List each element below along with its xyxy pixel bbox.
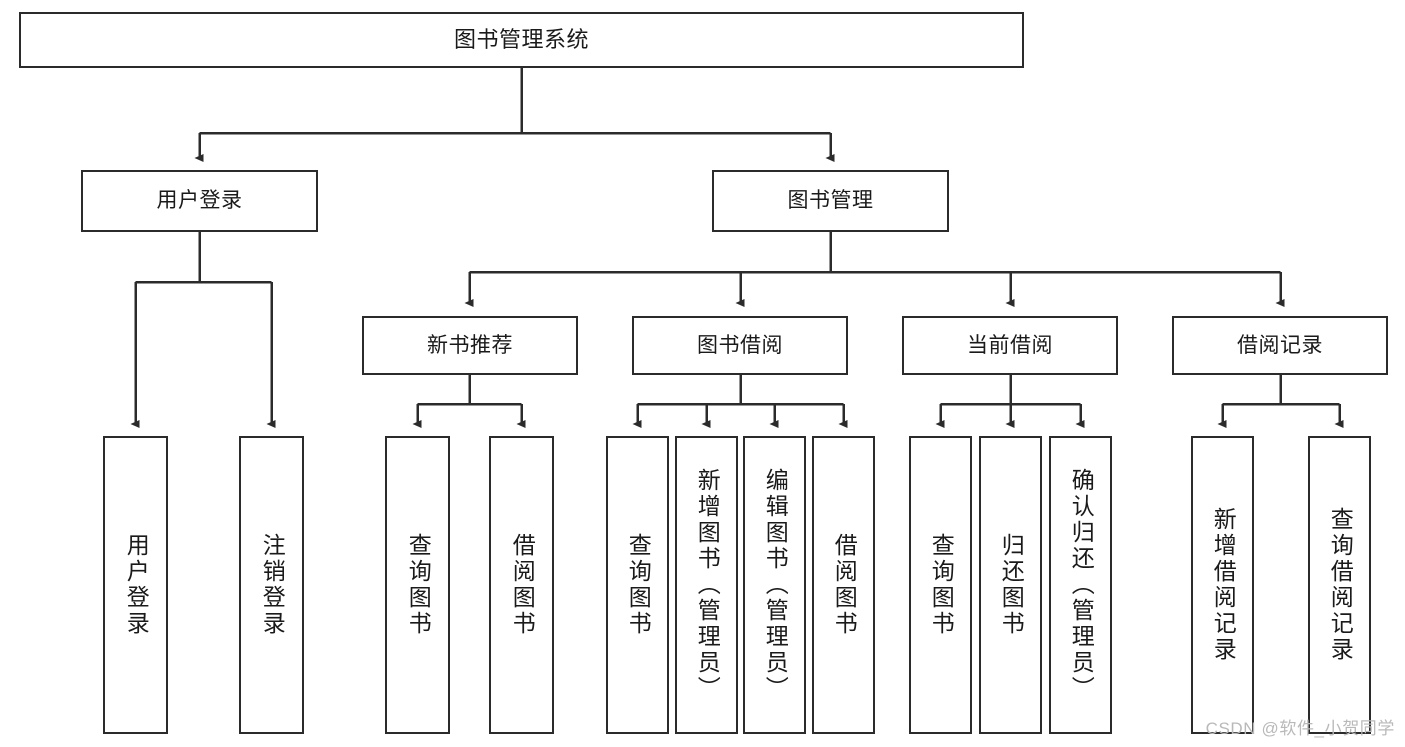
node-book-management[interactable]: 图书管理 <box>712 170 949 232</box>
leaf-record-query-record[interactable]: 查询借阅记录 <box>1308 436 1371 734</box>
leaf-current-return-book-label: 归还图书 <box>998 533 1025 637</box>
leaf-recommend-borrow-book-label: 借阅图书 <box>509 533 536 637</box>
leaf-user-login-logout[interactable]: 注销登录 <box>239 436 304 734</box>
leaf-borrow-query-book-label: 查询图书 <box>625 533 652 637</box>
leaf-recommend-borrow-book[interactable]: 借阅图书 <box>489 436 554 734</box>
node-borrow-record-label: 借阅记录 <box>1237 333 1323 357</box>
node-book-management-label: 图书管理 <box>787 189 874 213</box>
csdn-watermark: CSDN @软件_小贺同学 <box>1205 719 1395 738</box>
leaf-user-login-logout-label: 注销登录 <box>259 533 286 637</box>
leaf-borrow-borrow-book-label: 借阅图书 <box>831 533 858 637</box>
leaf-borrow-edit-book-admin[interactable]: 编辑图书（管理员） <box>743 436 806 734</box>
node-user-login[interactable]: 用户登录 <box>81 170 318 232</box>
leaf-record-query-record-label: 查询借阅记录 <box>1327 507 1354 663</box>
leaf-recommend-query-book-label: 查询图书 <box>405 533 432 637</box>
node-root-system[interactable]: 图书管理系统 <box>19 12 1024 68</box>
leaf-current-return-book[interactable]: 归还图书 <box>979 436 1042 734</box>
leaf-current-query-book-label: 查询图书 <box>928 533 955 637</box>
node-new-book-recommend[interactable]: 新书推荐 <box>362 316 578 375</box>
leaf-borrow-borrow-book[interactable]: 借阅图书 <box>812 436 875 734</box>
leaf-record-add-record-label: 新增借阅记录 <box>1210 507 1237 663</box>
leaf-borrow-edit-book-admin-label: 编辑图书（管理员） <box>762 468 789 702</box>
node-book-borrow-label: 图书借阅 <box>697 333 783 357</box>
leaf-current-confirm-return-admin-label: 确认归还（管理员） <box>1068 468 1095 702</box>
node-new-book-recommend-label: 新书推荐 <box>427 333 513 357</box>
node-current-borrow-label: 当前借阅 <box>967 333 1053 357</box>
leaf-current-confirm-return-admin[interactable]: 确认归还（管理员） <box>1049 436 1112 734</box>
leaf-borrow-query-book[interactable]: 查询图书 <box>606 436 669 734</box>
leaf-user-login-login-label: 用户登录 <box>123 533 150 637</box>
leaf-borrow-add-book-admin[interactable]: 新增图书（管理员） <box>675 436 738 734</box>
leaf-user-login-login[interactable]: 用户登录 <box>103 436 168 734</box>
node-root-system-label: 图书管理系统 <box>453 26 589 52</box>
node-current-borrow[interactable]: 当前借阅 <box>902 316 1118 375</box>
node-user-login-label: 用户登录 <box>156 189 243 213</box>
node-book-borrow[interactable]: 图书借阅 <box>632 316 848 375</box>
leaf-record-add-record[interactable]: 新增借阅记录 <box>1191 436 1254 734</box>
leaf-borrow-add-book-admin-label: 新增图书（管理员） <box>694 468 721 702</box>
leaf-recommend-query-book[interactable]: 查询图书 <box>385 436 450 734</box>
node-borrow-record[interactable]: 借阅记录 <box>1172 316 1388 375</box>
leaf-current-query-book[interactable]: 查询图书 <box>909 436 972 734</box>
